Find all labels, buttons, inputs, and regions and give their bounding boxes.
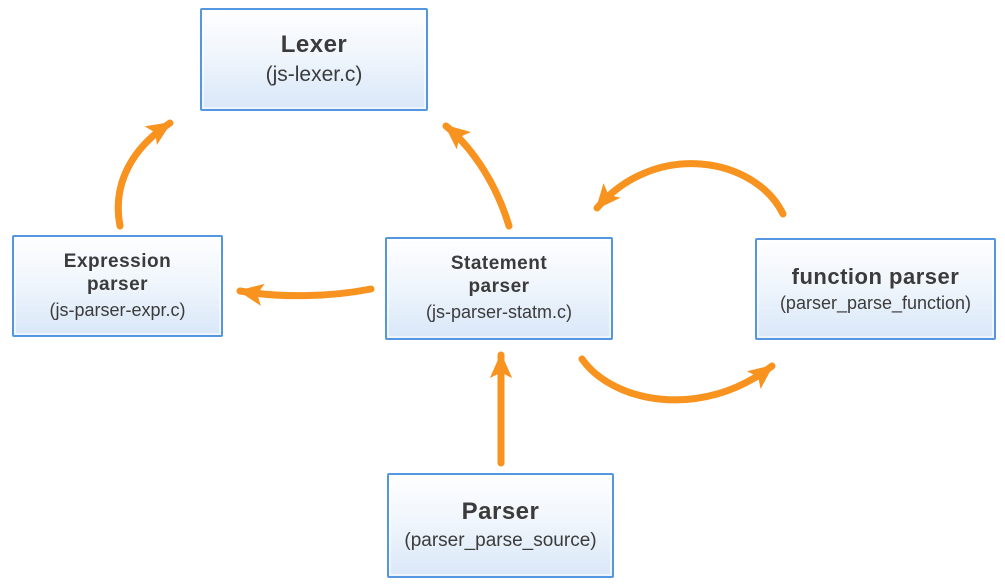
node-expression-parser-subtitle: (js-parser-expr.c) [49,299,186,320]
node-function-parser-title: function parser [791,263,960,289]
node-lexer-subtitle: (js-lexer.c) [265,62,363,86]
arrow-statement-parser-to-expression-parser [236,283,375,306]
node-statement-parser-title: Statement parser [450,253,548,298]
node-statement-parser-subtitle: (js-parser-statm.c) [425,302,572,323]
node-statement-parser: Statement parser (js-parser-statm.c) [385,237,613,340]
node-parser-title: Parser [461,498,540,526]
arrow-statement-parser-to-lexer [442,122,513,230]
node-parser-subtitle: (parser_parse_source) [404,530,597,552]
node-parser: Parser (parser_parse_source) [387,473,614,578]
node-function-parser-subtitle: (parser_parse_function) [779,292,972,313]
node-lexer-title: Lexer [280,30,348,58]
arrow-function-parser-to-statement-parser [593,160,787,218]
node-function-parser: function parser (parser_parse_function) [755,238,996,340]
node-expression-parser-title: Expression parser [63,250,172,295]
node-expression-parser: Expression parser (js-parser-expr.c) [12,235,223,337]
node-lexer: Lexer (js-lexer.c) [200,8,428,111]
arrow-expression-parser-to-lexer [114,119,174,230]
arrow-statement-parser-to-function-parser [578,355,776,404]
